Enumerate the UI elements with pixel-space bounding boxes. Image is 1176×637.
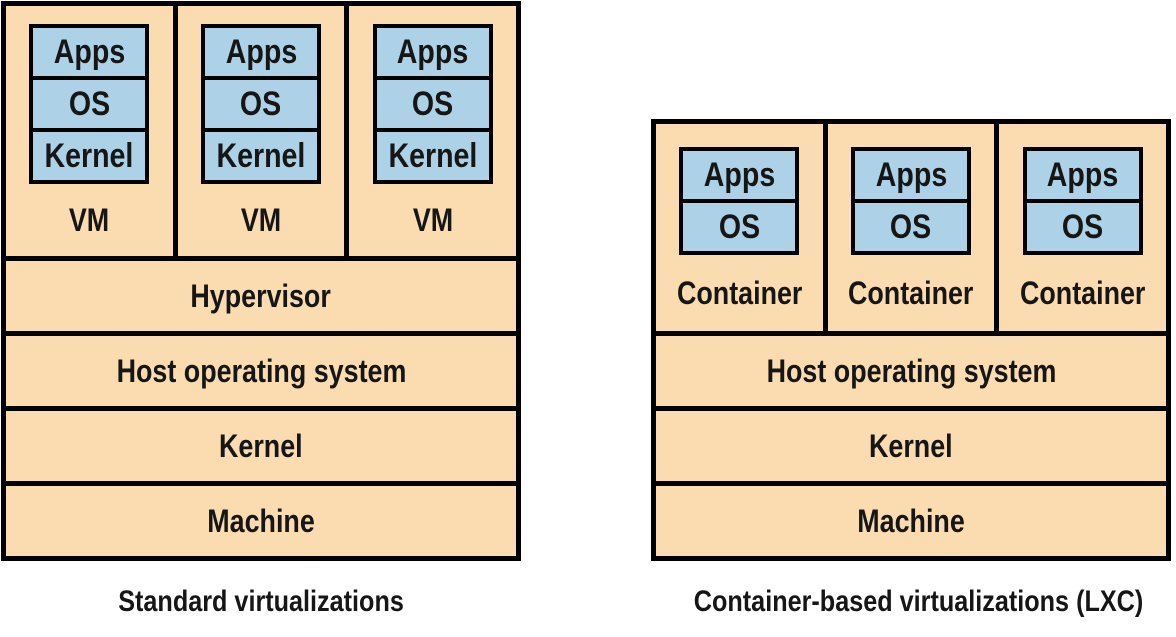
vm1-apps-label: Apps (53, 33, 126, 71)
container1-label: Container (676, 274, 803, 311)
vm2-os-layer: OS (205, 76, 317, 128)
container3-os-layer: OS (1026, 199, 1139, 251)
machine-row-left: Machine (6, 481, 516, 556)
container-box-2: Apps OS Container (822, 124, 995, 331)
container3-apps-label: Apps (1046, 156, 1119, 194)
vm2-kernel-label: Kernel (216, 137, 306, 175)
vm3-kernel-layer: Kernel (376, 128, 489, 180)
container2-label: Container (848, 274, 974, 311)
container2-layer-stack: Apps OS (851, 147, 971, 255)
container3-layer-stack: Apps OS (1022, 147, 1143, 255)
vm3-label: VM (412, 201, 453, 238)
container-box-1: Apps OS Container (656, 124, 823, 331)
vm-box-1: Apps OS Kernel VM (6, 6, 173, 256)
vm1-kernel-layer: Kernel (33, 128, 146, 180)
vm2-layer-stack: Apps OS Kernel (201, 24, 321, 184)
container3-label: Container (1019, 274, 1146, 311)
right-diagram-caption: Container-based virtualizations (LXC) (693, 585, 1144, 618)
vm2-os-label: OS (240, 85, 282, 123)
container3-os-label: OS (1062, 208, 1104, 246)
container-section: Apps OS Container Apps OS Container Apps… (656, 124, 1166, 331)
vm2-kernel-layer: Kernel (205, 128, 317, 180)
vm3-layer-stack: Apps OS Kernel (372, 24, 493, 184)
container-box-3: Apps OS Container (994, 124, 1166, 331)
container2-apps-label: Apps (875, 156, 947, 194)
container1-apps-layer: Apps (683, 151, 795, 199)
container1-os-label: OS (718, 208, 760, 246)
vm3-os-label: OS (412, 85, 454, 123)
host-os-row-right: Host operating system (656, 331, 1166, 406)
container1-apps-label: Apps (703, 156, 776, 194)
vm1-kernel-label: Kernel (44, 137, 134, 175)
vm-box-2: Apps OS Kernel VM (172, 6, 345, 256)
container3-apps-layer: Apps (1027, 151, 1139, 199)
container-virtualization-diagram: Apps OS Container Apps OS Container Apps… (651, 119, 1171, 561)
vm-section: Apps OS Kernel VM Apps OS Kernel VM Apps… (6, 6, 516, 256)
vm1-os-label: OS (68, 85, 110, 123)
vm3-apps-layer: Apps (377, 28, 489, 76)
container2-os-layer: OS (855, 199, 967, 251)
machine-row-right: Machine (656, 481, 1166, 556)
kernel-row-right: Kernel (656, 406, 1166, 481)
standard-virtualization-diagram: Apps OS Kernel VM Apps OS Kernel VM Apps… (1, 1, 521, 561)
vm1-layer-stack: Apps OS Kernel (29, 24, 150, 184)
host-os-row-left: Host operating system (6, 331, 516, 406)
container2-apps-layer: Apps (855, 151, 967, 199)
vm-box-3: Apps OS Kernel VM (344, 6, 516, 256)
container1-layer-stack: Apps OS (679, 147, 800, 255)
container2-os-label: OS (890, 208, 932, 246)
vm3-os-layer: OS (376, 76, 489, 128)
vm1-apps-layer: Apps (33, 28, 145, 76)
kernel-row-left: Kernel (6, 406, 516, 481)
hypervisor-row: Hypervisor (6, 256, 516, 331)
vm1-os-layer: OS (33, 76, 146, 128)
vm1-label: VM (69, 201, 110, 238)
vm2-apps-label: Apps (225, 33, 297, 71)
container1-os-layer: OS (683, 199, 796, 251)
vm3-kernel-label: Kernel (388, 137, 478, 175)
left-diagram-caption: Standard virtualizations (118, 585, 404, 618)
vm2-label: VM (240, 201, 282, 238)
vm3-apps-label: Apps (396, 33, 469, 71)
vm2-apps-layer: Apps (205, 28, 317, 76)
